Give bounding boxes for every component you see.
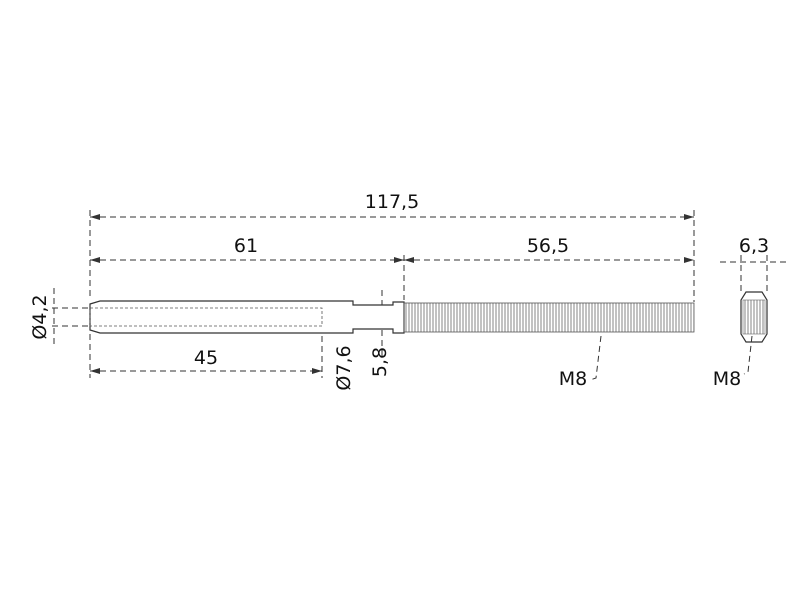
dim-bore-diameter: Ø4,2: [29, 294, 51, 339]
dim-thread-length: 56,5: [527, 235, 569, 257]
leader-thread: [589, 335, 602, 381]
dim-body-length: 61: [234, 235, 258, 257]
terminal-fitting: [89, 300, 695, 334]
dim-bore-depth: 45: [194, 347, 218, 369]
dim-nut-width: 6,3: [739, 235, 769, 257]
leader-nut: [743, 335, 753, 375]
dim-overall-length: 117,5: [365, 191, 419, 213]
dim-neck-diameter: 5,8: [369, 347, 391, 377]
thread-section: [403, 302, 695, 333]
nut: [740, 291, 768, 343]
bore-hidden-line: [89, 307, 323, 327]
thread-callout: M8: [559, 368, 587, 390]
dim-body-diameter: Ø7,6: [333, 345, 355, 390]
extension-lines: [52, 210, 768, 378]
nut-callout: M8: [713, 368, 741, 390]
